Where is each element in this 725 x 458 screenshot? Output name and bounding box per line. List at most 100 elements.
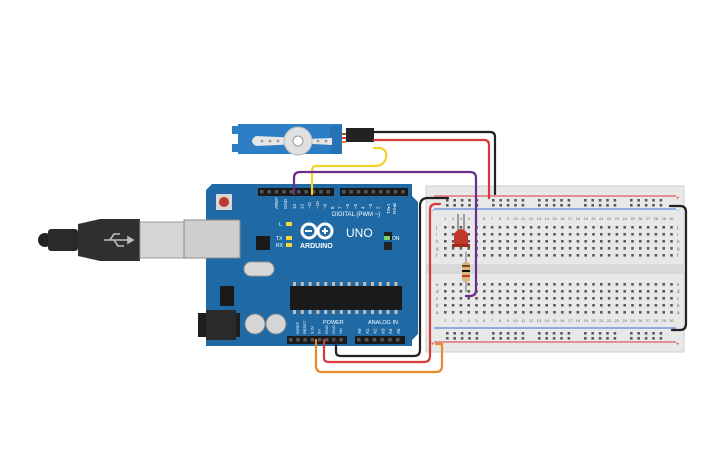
header-hole <box>379 190 383 194</box>
terminal-hole <box>514 226 517 229</box>
rail-hole <box>652 204 655 207</box>
rail-hole <box>637 337 640 340</box>
chip-pin <box>293 310 296 314</box>
header-hole <box>267 190 271 194</box>
terminal-hole <box>639 311 642 314</box>
terminal-hole <box>444 311 447 314</box>
usb-cable[interactable] <box>38 219 185 261</box>
header-hole <box>356 190 361 194</box>
terminal-hole <box>537 290 541 293</box>
digital-header-holes <box>260 190 405 194</box>
row-letter: i <box>436 232 437 237</box>
column-number-top: 21 <box>599 216 604 221</box>
terminal-hole <box>537 226 541 229</box>
digital-header-left[interactable] <box>258 188 334 196</box>
terminal-hole <box>498 311 502 314</box>
micro-servo[interactable] <box>232 124 374 156</box>
terminal-hole <box>576 226 580 229</box>
chip-pin <box>386 282 390 286</box>
terminal-hole <box>483 254 486 257</box>
rail-hole <box>552 337 556 340</box>
terminal-hole <box>646 226 650 229</box>
terminal-hole <box>584 233 587 236</box>
rail-hole <box>492 199 495 202</box>
wire-led-signal[interactable] <box>292 170 478 298</box>
rail-hole <box>659 199 663 202</box>
terminal-hole <box>584 304 587 307</box>
wire-servo-power[interactable] <box>372 138 491 200</box>
terminal-hole <box>584 254 587 257</box>
servo-connector[interactable] <box>346 128 374 142</box>
header-hole <box>325 338 329 342</box>
terminal-hole <box>553 240 556 243</box>
terminal-hole <box>615 247 619 250</box>
terminal-hole <box>483 247 486 250</box>
terminal-hole <box>444 297 447 300</box>
wire-servo-signal[interactable] <box>310 146 388 196</box>
terminal-hole <box>646 290 650 293</box>
led-red[interactable] <box>452 214 470 247</box>
rail-hole <box>446 332 449 335</box>
terminal-hole <box>600 304 603 307</box>
header-hole <box>380 338 384 342</box>
chip-pin <box>308 310 312 314</box>
servo-shaft <box>292 135 304 147</box>
terminal-hole <box>490 290 494 293</box>
analog-pin-label: A2 <box>373 328 378 334</box>
column-number-bottom: 10 <box>513 318 518 323</box>
wires[interactable] <box>292 130 688 374</box>
wire-3v3-to-rail[interactable] <box>314 338 444 374</box>
on-label: ON <box>392 236 400 242</box>
chip-pin <box>386 310 390 314</box>
terminal-hole <box>490 226 494 229</box>
wire-gnd-to-rail[interactable] <box>334 196 442 358</box>
wire-5v-to-rail[interactable] <box>322 202 442 364</box>
header-hole <box>260 190 264 194</box>
column-number-top: 1 <box>444 216 447 221</box>
terminal-hole <box>444 226 447 229</box>
terminal-hole <box>592 254 595 257</box>
chip-pin <box>363 282 367 286</box>
resistor[interactable] <box>462 252 470 292</box>
rail-hole <box>506 332 510 335</box>
analog-header[interactable] <box>355 336 405 344</box>
column-number-bottom: 18 <box>576 318 581 323</box>
header-hole <box>304 190 308 194</box>
terminal-hole <box>490 311 494 314</box>
rail-hole <box>514 337 517 340</box>
terminal-hole <box>607 226 611 229</box>
header-hole <box>311 190 316 194</box>
bottom-plus-right: + <box>676 342 680 348</box>
terminal-hole <box>670 254 673 257</box>
terminal-hole <box>662 290 665 293</box>
reset-button[interactable] <box>219 197 229 207</box>
terminal-hole <box>514 311 517 314</box>
terminal-hole <box>506 226 509 229</box>
terminal-hole <box>506 240 509 243</box>
terminal-hole <box>537 233 541 236</box>
breadboard-center-channel <box>426 264 684 274</box>
column-number-bottom: 26 <box>638 318 643 323</box>
column-number-bottom: 29 <box>661 318 666 323</box>
terminal-hole <box>561 247 564 250</box>
chip-pin <box>332 282 335 286</box>
rail-hole <box>460 199 464 202</box>
terminal-hole <box>592 247 595 250</box>
chip-pin <box>355 310 359 314</box>
column-number-top: 10 <box>513 216 518 221</box>
header-hole <box>317 338 322 342</box>
terminal-hole <box>623 297 626 300</box>
terminal-hole <box>529 290 533 293</box>
wire-gnd-rail-bridge[interactable] <box>668 204 688 332</box>
wire-servo-gnd[interactable] <box>372 130 497 196</box>
terminal-hole <box>568 283 572 286</box>
servo-horn-hole <box>268 139 272 143</box>
terminal-hole <box>451 304 455 307</box>
terminal-hole <box>475 297 478 300</box>
chip-pin <box>316 282 320 286</box>
terminal-hole <box>467 226 470 229</box>
column-number-top: 28 <box>654 216 659 221</box>
terminal-hole <box>623 240 626 243</box>
terminal-hole <box>639 290 642 293</box>
